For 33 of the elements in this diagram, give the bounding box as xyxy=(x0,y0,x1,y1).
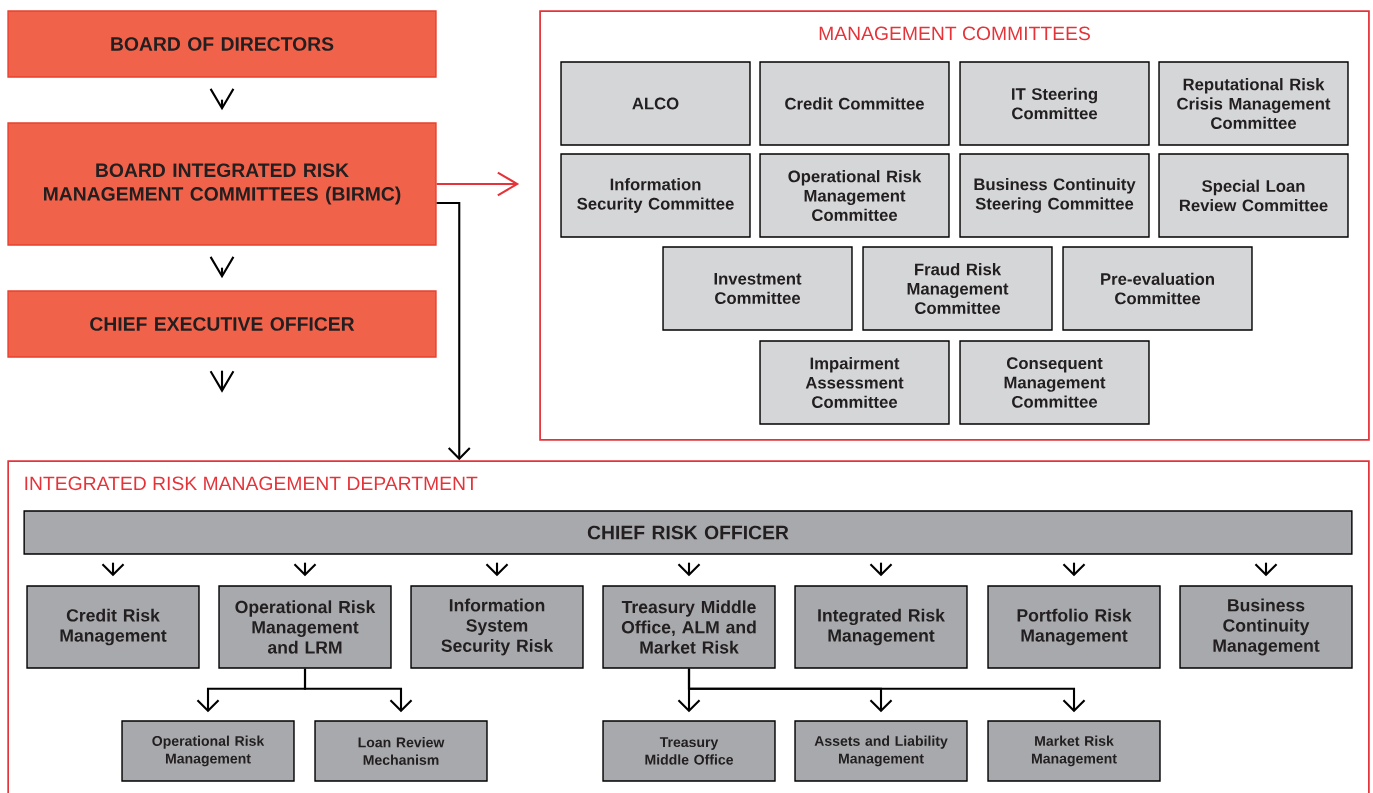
committee-box: Information Security Committee xyxy=(560,153,751,238)
unit-box: Information System Security Risk xyxy=(410,585,584,669)
sub-unit-box: Operational Risk Management xyxy=(121,720,295,782)
unit-box: Credit Risk Management xyxy=(26,585,200,669)
committee-box: Consequent Management Committee xyxy=(959,340,1150,425)
arrow xyxy=(436,171,520,197)
arrow xyxy=(687,668,1086,713)
committee-box: Impairment Assessment Committee xyxy=(759,340,950,425)
unit-box: Treasury Middle Office, ALM and Market Risk xyxy=(602,585,776,669)
committee-box: IT Steering Committee xyxy=(959,61,1150,146)
arrow xyxy=(436,201,471,461)
committee-box: Operational Risk Management Committee xyxy=(759,153,950,238)
sub-unit-box: Treasury Middle Office xyxy=(602,720,776,782)
committee-box: Reputational Risk Crisis Management Committee xyxy=(1158,61,1349,146)
sub-unit-box: Market Risk Management xyxy=(987,720,1161,782)
unit-box: Portfolio Risk Management xyxy=(987,585,1161,669)
sub-unit-box: Assets and Liability Management xyxy=(794,720,968,782)
board-box: BOARD INTEGRATED RISK MANAGEMENT COMMITTEES (BIRMC) xyxy=(7,122,437,246)
unit-box: Operational Risk Management and LRM xyxy=(218,585,392,669)
board-box: BOARD OF DIRECTORS xyxy=(7,10,437,78)
committee-box: Business Continuity Steering Committee xyxy=(959,153,1150,238)
committee-box: Pre-evaluation Committee xyxy=(1062,246,1253,331)
unit-box: Business Continuity Management xyxy=(1179,585,1353,669)
committee-box: Investment Committee xyxy=(662,246,853,331)
committee-box: ALCO xyxy=(560,61,751,146)
officer-box: CHIEF RISK OFFICER xyxy=(23,510,1353,555)
sub-unit-box: Loan Review Mechanism xyxy=(314,720,488,782)
committee-box: Fraud Risk Management Committee xyxy=(862,246,1053,331)
arrow xyxy=(303,668,413,713)
unit-box: Integrated Risk Management xyxy=(794,585,968,669)
board-box: CHIEF EXECUTIVE OFFICER xyxy=(7,290,437,358)
committee-box: Special Loan Review Committee xyxy=(1158,153,1349,238)
committee-box: Credit Committee xyxy=(759,61,950,146)
